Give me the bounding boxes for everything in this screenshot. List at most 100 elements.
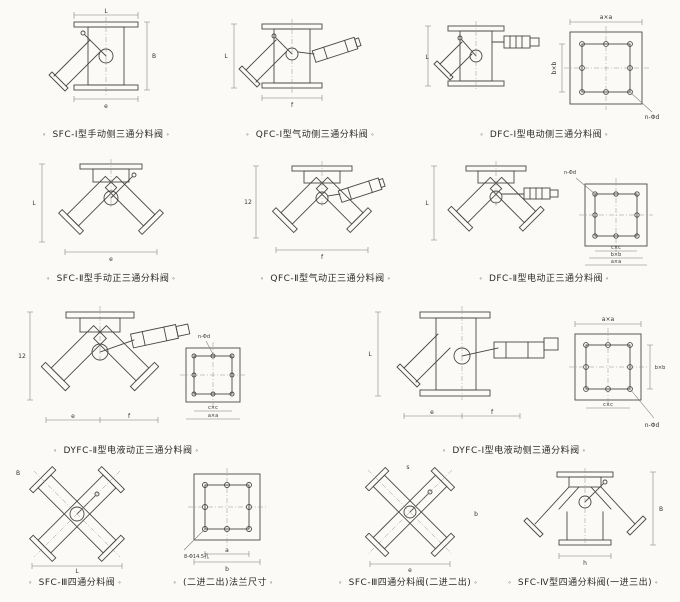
caption-text: SFC-Ⅲ四通分料阀 [38,578,116,588]
flange-dim-lines [186,340,240,420]
dyfc1-valve-drawing: L e f a×a b×b c×c n-Φd [368,306,666,429]
flange-centerlines [579,178,653,252]
dim-label: e [430,409,434,416]
dim-label: L [224,53,228,60]
bullet: 。 [173,578,180,585]
bullet: 。 [479,274,486,281]
dimension-lines [39,163,158,255]
dimension-lines [253,165,369,253]
sfc1-valve-drawing: L B e [48,8,156,110]
caption-dfc2: 。DFC-Ⅱ型电动正三通分料阀。 [476,271,615,284]
bullet: 。 [53,446,61,453]
caption-text: SFC-Ⅲ四通分料阀(二进二出) [348,578,472,588]
caption-text: QFC-Ⅱ型气动正三通分料阀 [270,274,385,284]
valve-outline [396,311,559,397]
dim-label: s [406,464,409,471]
dim-label: L [425,200,429,207]
bullet: 。 [260,274,268,281]
dim-label: b [474,511,478,518]
dim-label: f [491,409,494,416]
dim-label: e [109,256,113,263]
flange-centerlines [188,468,266,546]
caption-sfc2: 。SFC-Ⅱ型手动正三通分料阀。 [44,271,182,284]
dimension-lines [375,311,521,419]
dim-label: a×a [602,316,615,323]
bullet: 。 [339,578,346,585]
bullet: 。 [246,130,253,137]
panel-dyfc2: 12 e f n-Φd c×c a×a 。DYFC-Ⅱ型电液动正三通分料阀。 [8,296,248,458]
dim-label: b×b [655,365,666,371]
caption-dfc1: 。DFC-Ⅰ型电动侧三通分料阀。 [477,127,614,140]
electric-motor [491,35,540,49]
caption-qfc1: 。QFC-Ⅰ型气动侧三通分料阀。 [243,127,380,140]
bullet: 。 [605,130,612,137]
dim-label: n-Φd [645,114,660,121]
flange-dim-lines [574,321,655,419]
valve-outline [523,471,647,546]
bullet: 。 [606,274,613,281]
dim-label: L [75,568,79,574]
dfc2-valve-drawing: L n-Φd c×c b×b a×a [425,161,653,266]
dim-label: a×a [600,14,613,21]
dim-label: n-Φd [198,334,210,340]
panel-dfc1: L a×a b×b n-Φd 。DFC-Ⅰ型电动侧三通分料阀。 [420,6,672,148]
caption-dyfc1: 。DYFC-Ⅰ型电液动侧三通分料阀。 [440,443,592,456]
dim-label: b×b [611,252,622,258]
bullet: 。 [42,130,50,137]
caption-text: DFC-Ⅱ型电动正三通分料阀 [488,274,604,284]
dimension-lines [425,19,653,113]
dim-label: 12 [18,353,26,360]
dim-label: f [128,413,131,420]
hydraulic-actuator [130,323,191,349]
caption-sfc3-2in2out: 。SFC-Ⅲ四通分料阀(二进二出)。 [336,575,484,588]
valve-outline [238,23,362,89]
caption-sfc1: 。SFC-Ⅰ型手动侧三通分料阀。 [40,127,176,140]
dim-label: b [225,566,229,573]
caption-text: SFC-Ⅳ型四通分料阀(一进三出) [517,578,653,588]
bullet: 。 [480,130,487,137]
dim-label: e [71,413,75,420]
qfc2-valve-drawing: 12 f [244,161,386,261]
bullet: 。 [508,578,515,585]
caption-text: DFC-Ⅰ型电动侧三通分料阀 [489,130,603,140]
caption-text: SFC-Ⅰ型手动侧三通分料阀 [52,130,164,140]
dim-label: n-Φd [564,170,576,176]
panel-flange-dims: 8-Φ14.5孔 a b 。(二进二出)法兰尺寸。 [160,462,290,596]
bullet: 。 [387,274,395,281]
bullet: 。 [270,578,277,585]
sfc2-valve-drawing: L e [32,159,164,263]
caption-flange-dims: 。(二进二出)法兰尺寸。 [170,575,279,588]
caption-text: DYFC-Ⅱ型电液动正三通分料阀 [63,446,193,456]
panel-qfc1: L f 。QFC-Ⅰ型气动侧三通分料阀。 [212,6,412,148]
hydraulic-actuator [493,337,559,359]
dim-label: L [425,54,429,61]
caption-text: (二进二出)法兰尺寸 [182,578,268,588]
centerlines [33,470,121,558]
bullet: 。 [195,446,203,453]
dim-label: n-Φd [645,422,660,429]
caption-text: SFC-Ⅱ型手动正三通分料阀 [56,274,170,284]
valve-outline [447,165,559,232]
dyfc2-valve-drawing: 12 e f n-Φd c×c a×a [18,306,246,423]
valve-outline [433,25,540,87]
bullet: 。 [166,130,174,137]
dim-label: a [225,547,229,554]
dim-label: 8-Φ14.5孔 [184,553,209,560]
dimension-lines [31,563,123,569]
dim-label: c×c [611,245,621,251]
qfc1-valve-drawing: L f [224,19,362,109]
panel-sfc3-2in2out: s b e 。SFC-Ⅲ四通分料阀(二进二出)。 [330,462,490,596]
dim-label: b×b [551,61,558,74]
dim-label: L [104,8,108,15]
dfc1-valve-drawing: L a×a b×b n-Φd [425,14,660,121]
dim-label: f [291,102,294,109]
panel-dfc2: L n-Φd c×c b×b a×a 。DFC-Ⅱ型电动正三通分料阀。 [420,150,672,292]
dimension-lines [73,12,150,102]
dim-label: h [583,560,587,567]
bullet: 。 [655,578,662,585]
bullet: 。 [474,578,481,585]
dimension-lines [431,165,647,266]
flange-centerlines [180,342,246,408]
dim-label: a×a [611,259,621,265]
